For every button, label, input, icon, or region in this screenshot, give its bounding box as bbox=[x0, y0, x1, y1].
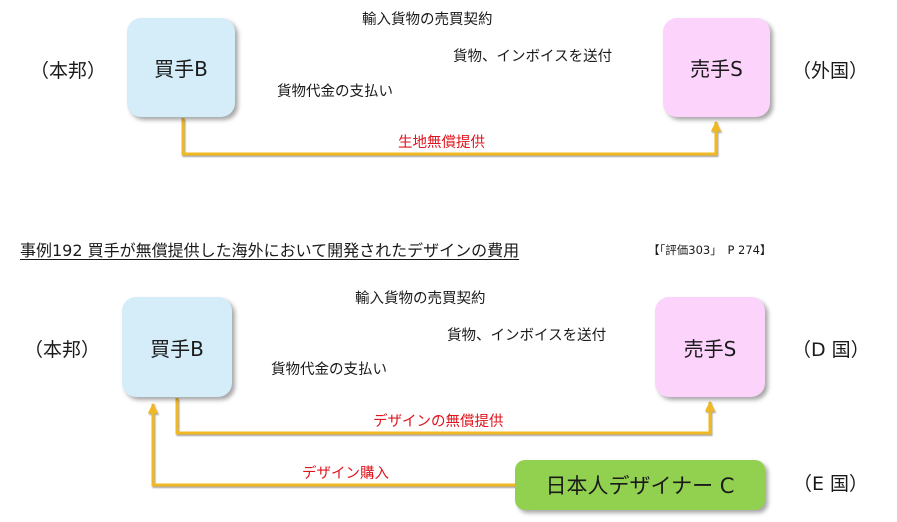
region-label-d-country: （D 国） bbox=[792, 339, 870, 361]
buyer-label-1: 買手B bbox=[154, 57, 208, 81]
payment-label-2: 貨物代金の支払い bbox=[271, 362, 387, 378]
design-purchase-arrow bbox=[147, 402, 515, 487]
region-label-home-1: （本邦） bbox=[30, 60, 107, 82]
seller-box-2: 売手S bbox=[655, 297, 765, 397]
designer-box: 日本人デザイナー C bbox=[515, 460, 765, 510]
seller-box-1: 売手S bbox=[663, 18, 770, 117]
reference-note: 【「評価303」 P 274】 bbox=[648, 243, 772, 257]
free-supply-label-2: デザインの無償提供 bbox=[373, 414, 504, 430]
example-title: 事例192 買手が無償提供した海外において開発されたデザインの費用 bbox=[20, 241, 520, 260]
design-purchase-label: デザイン購入 bbox=[302, 466, 389, 482]
shipment-label-1: 貨物、インボイスを送付 bbox=[453, 49, 613, 65]
contract-label-2: 輸入貨物の売買契約 bbox=[355, 291, 486, 307]
region-label-foreign-1: （外国） bbox=[792, 60, 869, 82]
region-label-e-country: （E 国） bbox=[793, 473, 869, 495]
region-label-home-2: （本邦） bbox=[24, 339, 101, 361]
buyer-box-2: 買手B bbox=[122, 297, 232, 397]
free-supply-label-1: 生地無償提供 bbox=[398, 135, 485, 151]
seller-label-2: 売手S bbox=[683, 336, 737, 361]
shipment-label-2: 貨物、インボイスを送付 bbox=[447, 328, 607, 344]
payment-label-1: 貨物代金の支払い bbox=[277, 84, 393, 100]
designer-label: 日本人デザイナー C bbox=[545, 474, 735, 498]
seller-label-1: 売手S bbox=[690, 57, 743, 81]
buyer-box-1: 買手B bbox=[127, 18, 235, 117]
free-supply-arrow-2 bbox=[175, 398, 716, 435]
free-supply-arrow-1 bbox=[181, 118, 722, 156]
contract-label-1: 輸入貨物の売買契約 bbox=[362, 12, 493, 28]
buyer-label-2: 買手B bbox=[150, 336, 204, 361]
